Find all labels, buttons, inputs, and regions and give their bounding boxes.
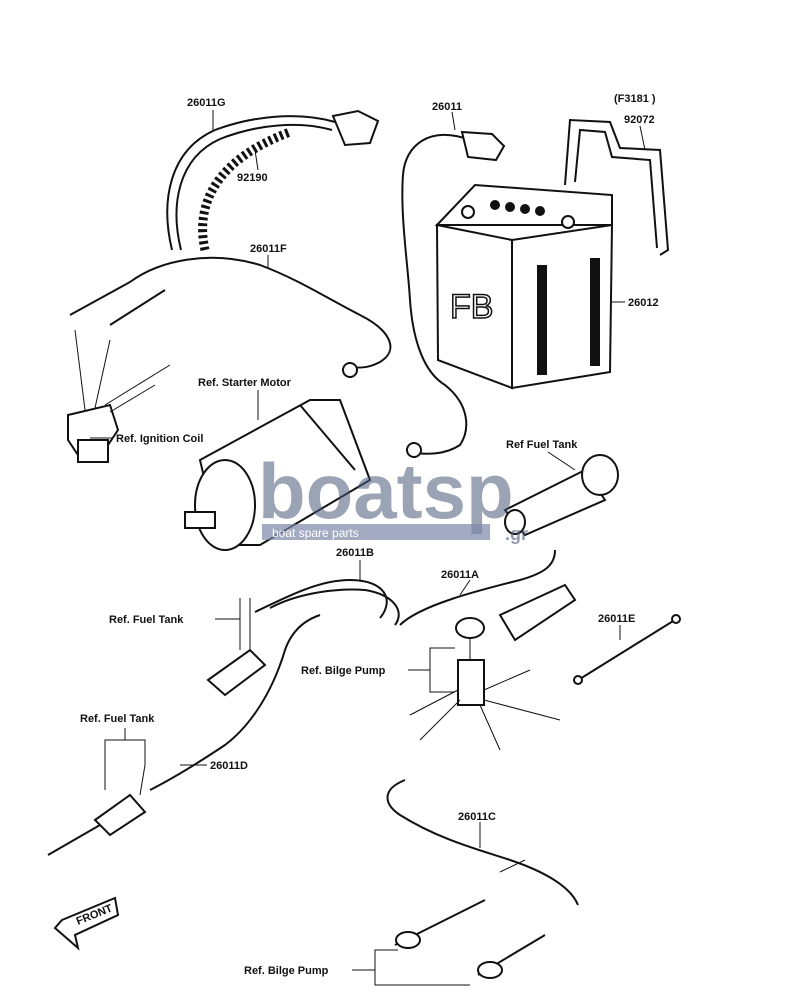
ref-fuel-tank-low-label: Ref. Fuel Tank [80, 713, 155, 725]
part-92190-label: 92190 [237, 172, 268, 184]
part-26011-label: 26011 [432, 101, 462, 113]
watermark-tagline-text: boat spare parts [272, 526, 359, 540]
battery-26012 [434, 183, 614, 390]
hose-26011D [149, 614, 321, 791]
watermark-main-text: boatsp [258, 447, 514, 535]
leader-lines [90, 110, 646, 986]
battery-brand-label: FB [450, 288, 493, 326]
fuel-tank-valve-mid [206, 598, 267, 697]
part-26011F-label: 26011F [250, 243, 287, 255]
part-26011A-label: 26011A [441, 569, 479, 581]
part-92072-label: 92072 [624, 114, 655, 126]
ref-bilge-pump-mid-label: Ref. Bilge Pump [301, 665, 386, 677]
diagram-code-label: (F3181 ) [614, 93, 656, 105]
strap-92072 [564, 118, 670, 256]
part-26011G-label: 26011G [187, 97, 226, 109]
ref-starter-motor-label: Ref. Starter Motor [198, 377, 292, 389]
fuel-tank-fitting-top [503, 454, 619, 537]
cable-26011B [254, 578, 400, 626]
bilge-pump-wires-low [394, 899, 546, 979]
wire-26011E [573, 614, 681, 685]
watermark-tagline-bar [262, 524, 490, 540]
ignition-coil [67, 329, 171, 463]
part-26011E-label: 26011E [598, 613, 635, 625]
ref-fuel-tank-top-label: Ref Fuel Tank [506, 439, 578, 451]
part-26012-label: 26012 [628, 297, 659, 309]
bilge-pump-switch [409, 583, 577, 751]
fuel-tank-valve-low [47, 764, 147, 856]
part-26011D-label: 26011D [210, 760, 248, 772]
harness-26011F [69, 256, 392, 378]
part-26011B-label: 26011B [336, 547, 374, 559]
cable-26011C [386, 779, 579, 906]
cable-26011A [399, 549, 556, 626]
cable-26011G [166, 109, 380, 251]
watermark: boatsp .gr boat spare parts [258, 447, 528, 544]
ref-bilge-pump-low-label: Ref. Bilge Pump [244, 965, 329, 977]
sleeve-92190 [198, 127, 292, 251]
ref-fuel-tank-mid-label: Ref. Fuel Tank [109, 614, 184, 626]
ref-ignition-coil-label: Ref. Ignition Coil [116, 433, 203, 445]
cable-26011 [401, 130, 506, 458]
watermark-suffix-text: .gr [505, 524, 528, 544]
starter-motor [184, 399, 372, 551]
part-26011C-label: 26011C [458, 811, 496, 823]
front-arrow-icon [53, 896, 120, 951]
